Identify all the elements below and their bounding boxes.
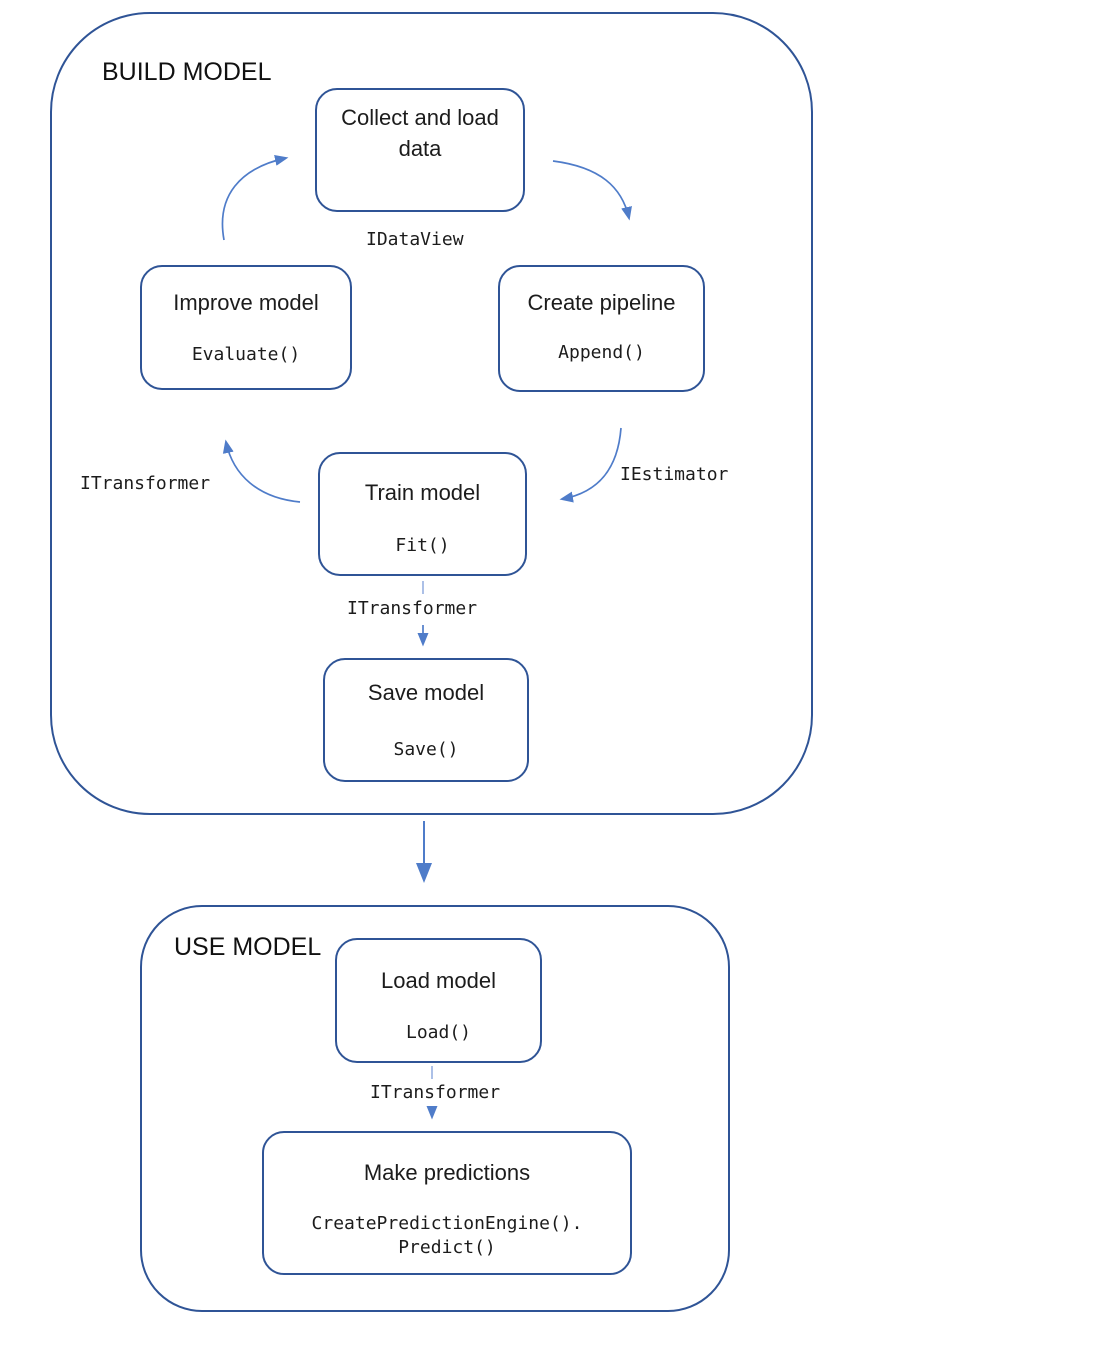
build-model-container bbox=[50, 12, 813, 815]
node-load-title: Load model bbox=[381, 968, 496, 993]
node-predict-code-line2: Predict() bbox=[398, 1237, 496, 1258]
node-train-code: Fit() bbox=[395, 535, 450, 556]
node-save-title: Save model bbox=[367, 680, 485, 705]
node-improve-title: Improve model bbox=[173, 290, 319, 315]
edge-label-idataview: IDataView bbox=[366, 229, 464, 250]
node-improve-model: Improve model Evaluate() bbox=[140, 265, 352, 390]
node-pipeline-title: Create pipeline bbox=[527, 290, 676, 315]
use-model-container bbox=[140, 905, 730, 1312]
node-predict-code: CreatePredictionEngine(). Predict() bbox=[264, 1212, 630, 1260]
node-load-code: Load() bbox=[405, 1022, 472, 1043]
edge-label-itransformer-use-model: ITransformer bbox=[370, 1082, 501, 1103]
node-collect-and-load-data: Collect and load data bbox=[315, 88, 525, 212]
node-load-model: Load model Load() bbox=[335, 938, 542, 1063]
build-model-label: BUILD MODEL bbox=[102, 58, 272, 86]
node-collect-title: Collect and load data bbox=[341, 105, 499, 161]
use-model-label: USE MODEL bbox=[174, 933, 322, 961]
node-train-title: Train model bbox=[364, 480, 481, 505]
node-train-model: Train model Fit() bbox=[318, 452, 527, 576]
node-save-model: Save model Save() bbox=[323, 658, 529, 782]
node-predict-title: Make predictions bbox=[363, 1160, 531, 1185]
node-make-predictions: Make predictions CreatePredictionEngine(… bbox=[262, 1131, 632, 1275]
node-create-pipeline: Create pipeline Append() bbox=[498, 265, 705, 392]
edge-label-itransformer-to-save: ITransformer bbox=[347, 598, 478, 619]
node-save-code: Save() bbox=[393, 739, 459, 760]
node-predict-code-line1: CreatePredictionEngine(). bbox=[311, 1213, 583, 1234]
node-pipeline-code: Append() bbox=[558, 342, 645, 363]
edge-label-itransformer-feedback: ITransformer bbox=[80, 473, 211, 494]
node-improve-code: Evaluate() bbox=[191, 344, 301, 365]
edge-label-iestimator: IEstimator bbox=[620, 464, 729, 485]
